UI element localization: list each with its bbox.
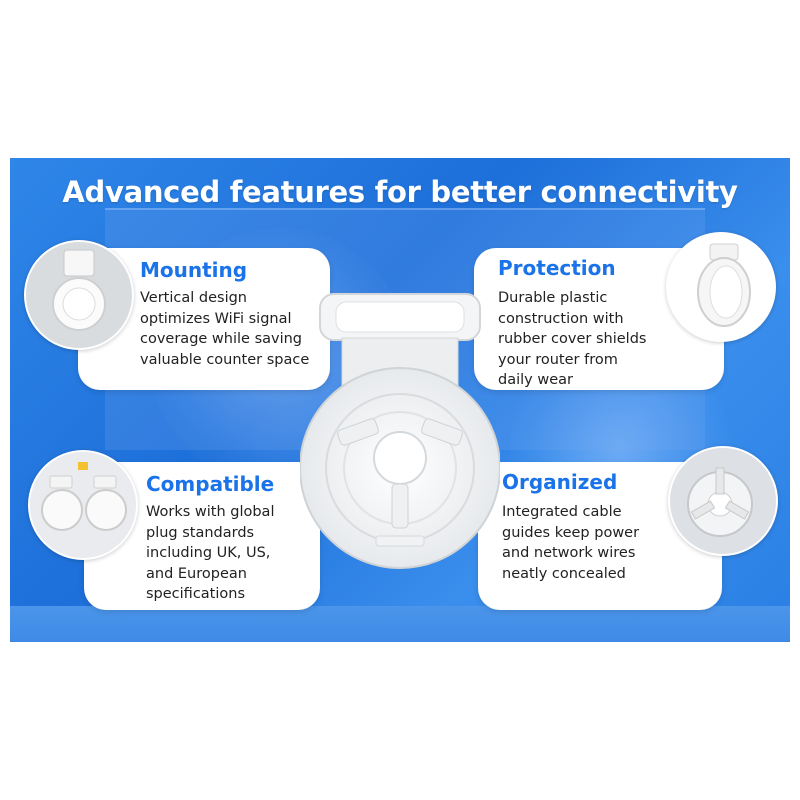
mount-side-photo-icon xyxy=(666,232,776,342)
plug-variants-photo-icon xyxy=(28,450,138,560)
feature-title: Mounting xyxy=(140,258,248,282)
feature-title: Protection xyxy=(498,256,616,280)
feature-description: Works with global plug standards includi… xyxy=(146,504,275,602)
feature-description: Durable plastic construction with rubber… xyxy=(498,290,647,388)
wall-mount-product-image xyxy=(299,288,501,578)
feature-description: Vertical design optimizes WiFi signal co… xyxy=(140,290,310,368)
feature-description: Integrated cable guides keep power and n… xyxy=(502,504,640,582)
cable-guide-photo-icon xyxy=(668,446,778,556)
wall-mount-photo-icon xyxy=(24,240,134,350)
feature-title: Organized xyxy=(502,470,618,494)
background-floor xyxy=(10,606,790,642)
feature-title: Compatible xyxy=(146,472,275,496)
page-title: Advanced features for better connectivit… xyxy=(62,175,738,209)
